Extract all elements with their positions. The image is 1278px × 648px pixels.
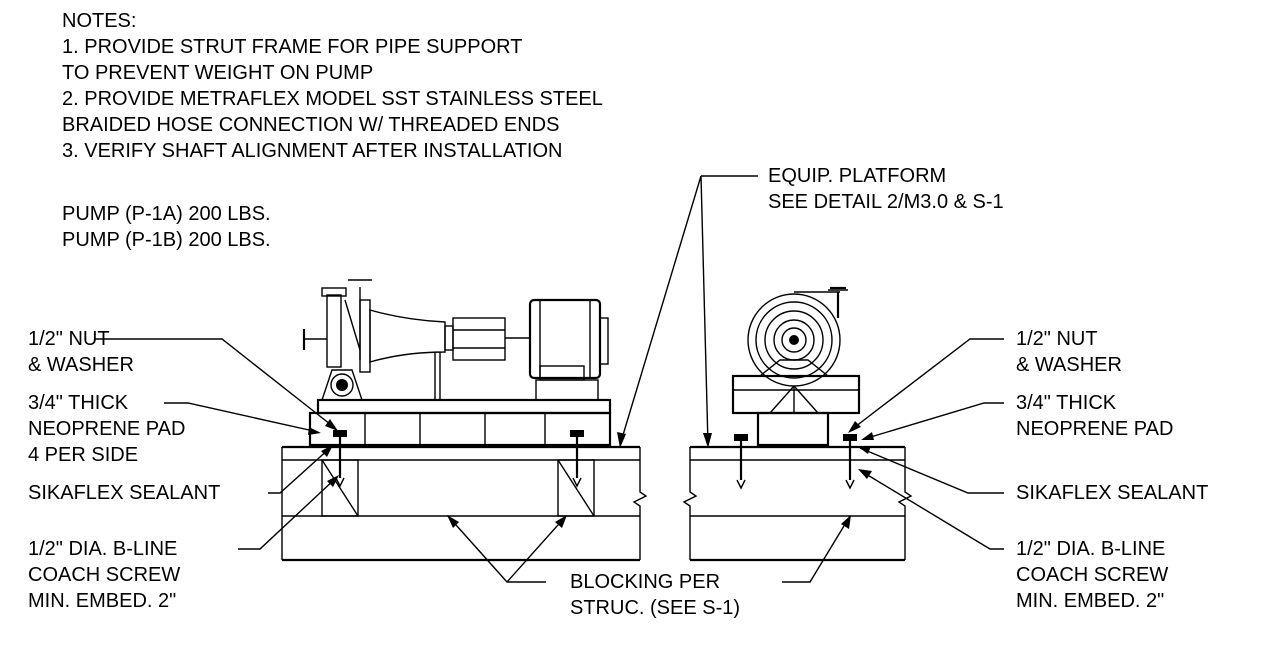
nut-label: 1/2" NUT (1016, 328, 1098, 350)
nut-label: & WASHER (1016, 354, 1122, 376)
arrowhead-icon (325, 419, 338, 431)
screw-label: COACH SCREW (28, 564, 180, 586)
leader-line (268, 447, 331, 494)
note-line: 2. PROVIDE METRAFLEX MODEL SST STAINLESS… (62, 88, 603, 110)
neoprene-pad (756, 411, 830, 447)
note-line: BRAIDED HOSE CONNECTION W/ THREADED ENDS (62, 114, 559, 136)
pump-base (731, 374, 861, 415)
pad-label: 3/4" THICK (1016, 392, 1117, 414)
notes-block: NOTES: 1. PROVIDE STRUT FRAME FOR PIPE S… (62, 10, 603, 162)
weights-block: PUMP (P-1A) 200 LBS. PUMP (P-1B) 200 LBS… (62, 203, 271, 251)
note-line: TO PREVENT WEIGHT ON PUMP (62, 62, 373, 84)
leader-line (619, 175, 702, 446)
leader-line (238, 477, 337, 550)
leader-line (863, 402, 1004, 440)
blocking-callout: BLOCKING PER STRUC. (SEE S-1) (447, 515, 851, 619)
pump-side-icon (302, 279, 609, 401)
note-line: 1. PROVIDE STRUT FRAME FOR PIPE SUPPORT (62, 36, 522, 58)
leader-line (447, 515, 546, 583)
coach-screw-icon (734, 434, 748, 490)
platform-label: EQUIP. PLATFORM (768, 165, 946, 187)
pad-label: 3/4" THICK (28, 392, 129, 414)
left-platform-elevation (281, 279, 648, 562)
pump-end-icon (747, 286, 848, 414)
arrowhead-icon (308, 427, 321, 435)
screw-label: COACH SCREW (1016, 564, 1168, 586)
platform-callout: EQUIP. PLATFORM SEE DETAIL 2/M3.0 & S-1 (617, 165, 1004, 448)
arrowhead-icon (703, 433, 712, 448)
pump-weight-p1a: PUMP (P-1A) 200 LBS. (62, 203, 271, 225)
right-screw-callout: 1/2" DIA. B-LINE COACH SCREW MIN. EMBED.… (858, 469, 1168, 612)
pump-weight-p1b: PUMP (P-1B) 200 LBS. (62, 229, 271, 251)
leader-line (164, 402, 319, 433)
pad-label: NEOPRENE PAD (1016, 418, 1173, 440)
nut-label: & WASHER (28, 354, 134, 376)
arrowhead-icon (617, 432, 626, 448)
arrowhead-icon (848, 421, 861, 433)
platform-detail: SEE DETAIL 2/M3.0 & S-1 (768, 191, 1004, 213)
arrowhead-icon (858, 469, 872, 479)
note-line: 3. VERIFY SHAFT ALIGNMENT AFTER INSTALLA… (62, 140, 563, 162)
sealant-label: SIKAFLEX SEALANT (28, 482, 220, 504)
coach-screw-icon (843, 434, 857, 490)
screw-label: 1/2" DIA. B-LINE (28, 538, 177, 560)
notes-heading: NOTES: (62, 10, 136, 32)
left-nut-callout: 1/2" NUT & WASHER (28, 328, 338, 431)
coach-screw-icon (333, 430, 347, 488)
coach-screw-icon (570, 430, 584, 488)
leader-line (782, 515, 851, 583)
arrowhead-icon (555, 515, 567, 528)
right-platform-elevation (682, 286, 913, 562)
arrowhead-icon (861, 432, 874, 440)
right-pad-callout: 3/4" THICK NEOPRENE PAD (861, 392, 1173, 440)
blocking-label: BLOCKING PER (570, 571, 720, 593)
arrowhead-icon (447, 515, 459, 528)
leader-line (859, 447, 1004, 494)
pad-label: 4 PER SIDE (28, 444, 138, 466)
screw-label: 1/2" DIA. B-LINE (1016, 538, 1165, 560)
screw-label: MIN. EMBED. 2" (28, 590, 176, 612)
blocking-detail: STRUC. (SEE S-1) (570, 597, 740, 619)
right-nut-callout: 1/2" NUT & WASHER (848, 328, 1122, 433)
sealant-label: SIKAFLEX SEALANT (1016, 482, 1208, 504)
nut-label: 1/2" NUT (28, 328, 110, 350)
left-screw-callout: 1/2" DIA. B-LINE COACH SCREW MIN. EMBED.… (28, 475, 339, 612)
leader-line (860, 470, 1004, 550)
neoprene-pad (308, 411, 612, 447)
left-pad-callout: 3/4" THICK NEOPRENE PAD 4 PER SIDE (28, 392, 321, 466)
pump-base (316, 398, 612, 415)
arrowhead-icon (841, 515, 851, 529)
screw-label: MIN. EMBED. 2" (1016, 590, 1164, 612)
leader-line (700, 175, 709, 446)
pad-label: NEOPRENE PAD (28, 418, 185, 440)
leader-line (850, 338, 1004, 431)
leader-line (506, 515, 567, 583)
leader-line (94, 338, 336, 429)
